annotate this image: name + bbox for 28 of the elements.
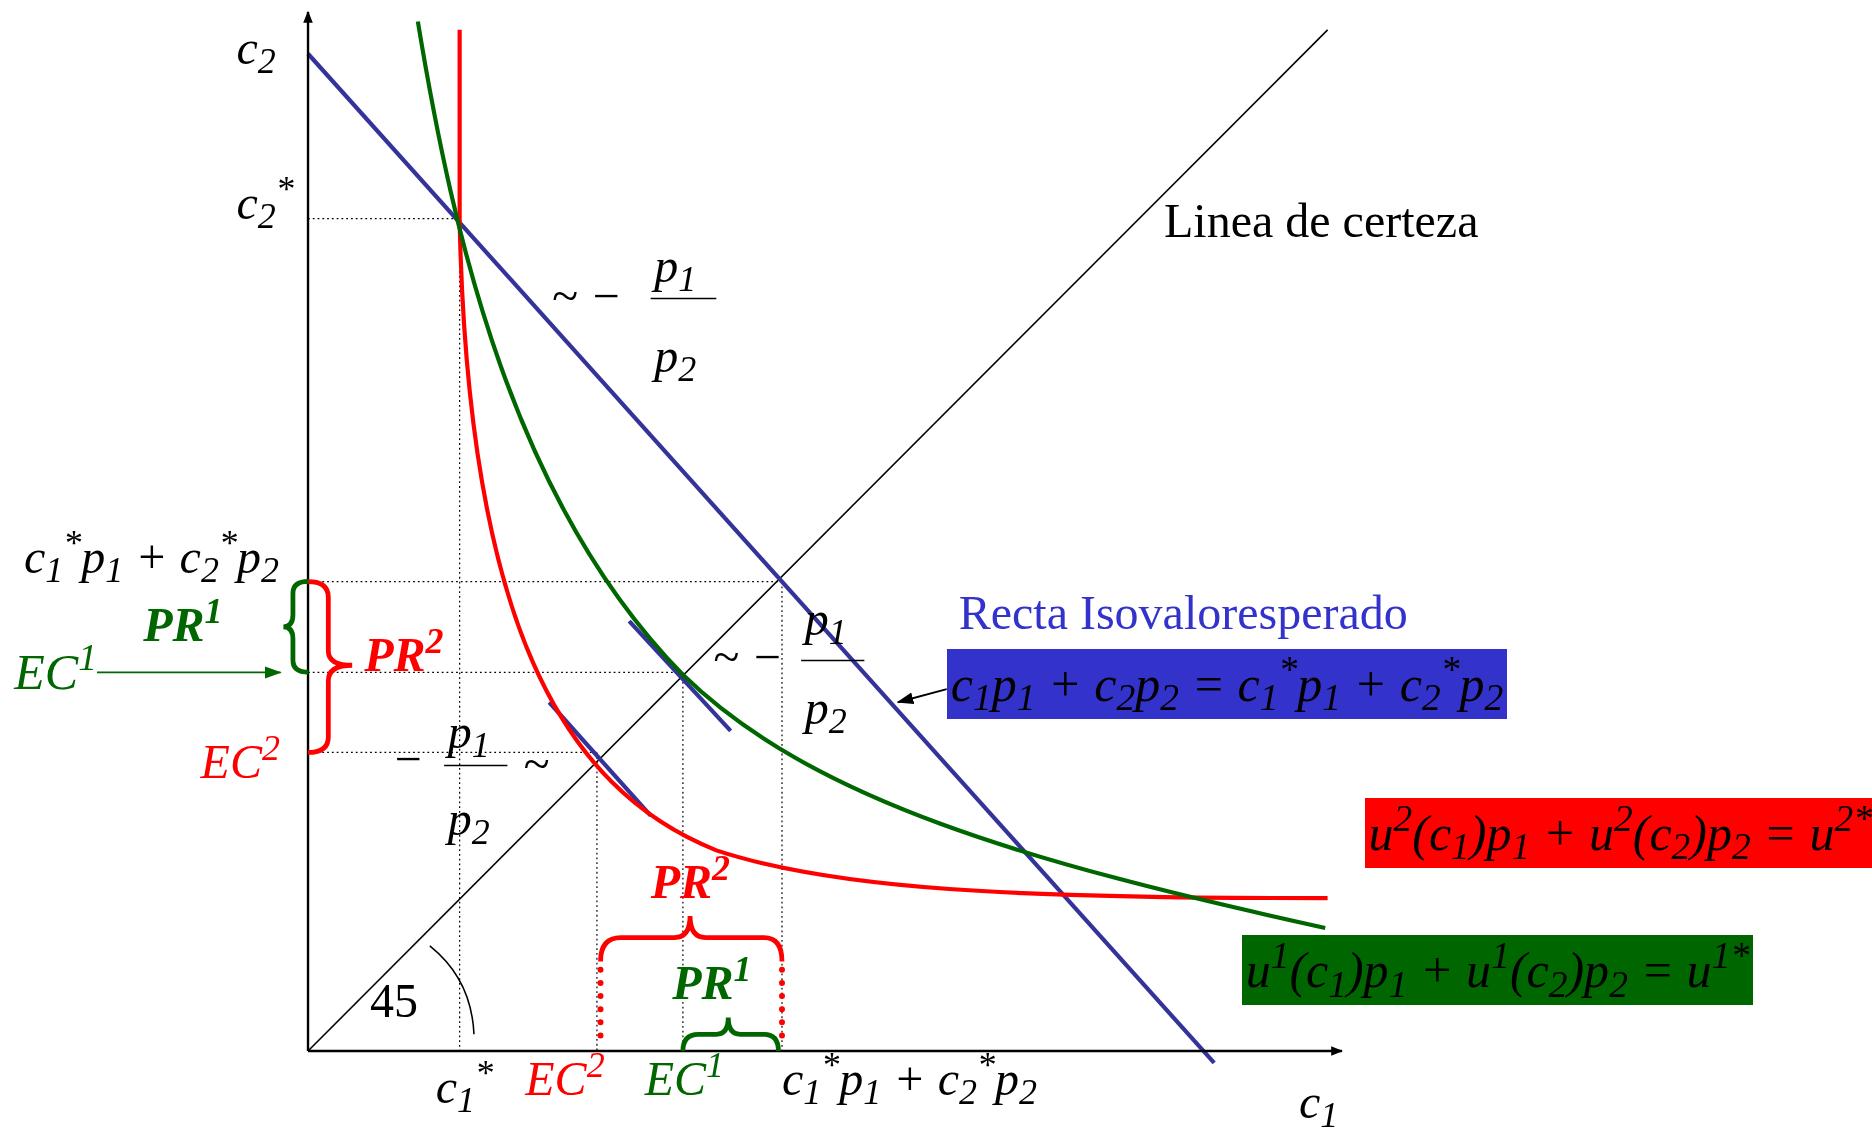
fraction-denominator: p$_{2}$	[447, 795, 490, 844]
arrow	[896, 688, 948, 704]
slope-sign: −	[391, 734, 424, 783]
axis-value-label: c$_{1}$$^{*}$p$_{1}$ + c$_{2}$$^{*}$p$_{2}$	[23, 532, 279, 581]
slope-sign: ~ −	[712, 633, 784, 681]
equation-box: u$^{1}$(c$_{1}$)p$_{1}$ + u$^{1}$(c$_{2}$)p$_{2}$ = u$^{1*}$	[1241, 935, 1754, 1006]
arrow	[96, 666, 282, 679]
certainty-equivalent-label: EC$^{2}$	[200, 738, 280, 787]
risk-premium-label: PR$^{2}$	[650, 857, 730, 906]
slope-sign: ~	[522, 740, 549, 789]
axis-value-label: c$_{1}$$^{*}$p$_{1}$ + c$_{2}$$^{*}$p$_{2}$	[782, 1054, 1037, 1103]
angle-label: 45	[370, 976, 419, 1025]
certainty-equivalent-label: EC$^{1}$	[644, 1054, 725, 1103]
line-label: Linea de certeza	[1164, 197, 1479, 246]
risk-premium-label: PR$^{2}$	[364, 630, 444, 679]
curve-label: EC$^{1}$	[14, 636, 97, 707]
fraction-denominator: p$_{2}$	[804, 684, 847, 733]
equation-box: u$^{2}$(c$_{1}$)p$_{1}$ + u$^{2}$(c$_{2}$)p$_{2}$ = u$^{2*}$	[1364, 797, 1872, 868]
certainty-equivalent-label: EC$^{2}$	[525, 1054, 605, 1103]
risk-premium-label: PR$^{1}$	[143, 600, 223, 649]
slope-sign: ~ −	[551, 272, 622, 321]
curve-heading: Recta Isovaloresperado	[958, 588, 1408, 637]
risk-premium-label: PR$^{1}$	[672, 959, 752, 1008]
axis-label: c$_{1}$	[1298, 1078, 1339, 1127]
brace	[280, 579, 310, 675]
equation-box: c$_{1}$p$_{1}$ + c$_{2}$p$_{2}$ = c$_{1}$$^{*}$p$_{1}$ + c$_{2}$$^{*}$p$_{2}$	[946, 648, 1508, 719]
axis-label: c$_{2}$	[236, 23, 276, 72]
fraction-numerator: p$_{1}$	[447, 708, 490, 757]
